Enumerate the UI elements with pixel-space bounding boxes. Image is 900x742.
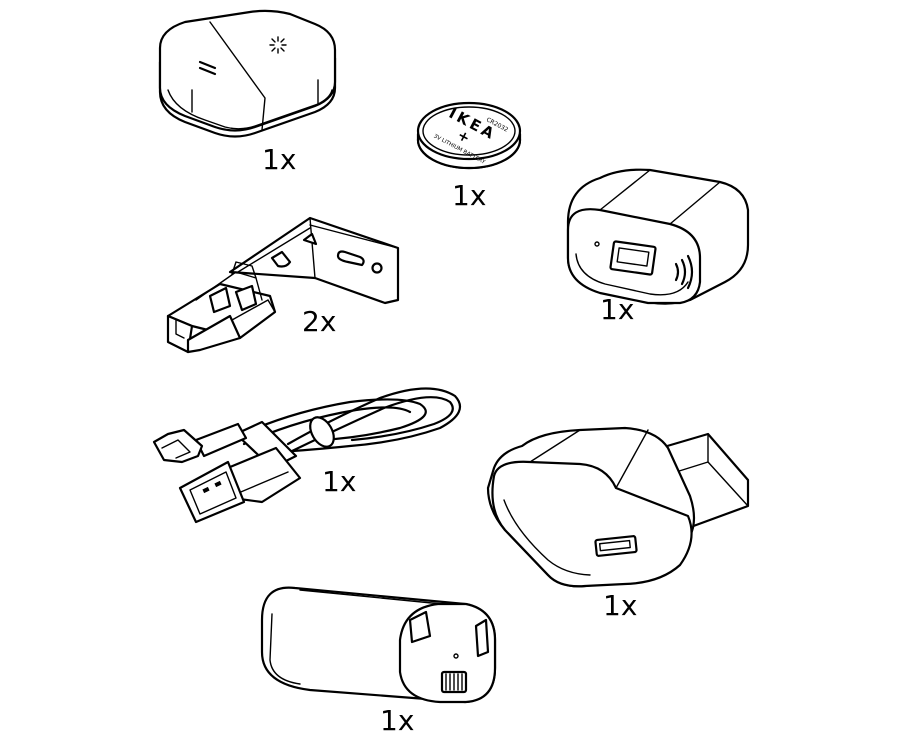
usb-receiver-quantity: 1x <box>600 293 635 326</box>
remote-control-drawing <box>158 9 337 138</box>
mounting-bracket-drawing <box>166 216 400 354</box>
remote-control-quantity: 1x <box>262 143 297 176</box>
battery-pack-drawing <box>260 586 497 704</box>
usb-adapter-drawing <box>486 426 750 588</box>
mounting-bracket-quantity: 2x <box>302 305 337 338</box>
usb-cable-drawing <box>152 387 462 524</box>
coin-battery-drawing: IKEA + CR2032 3V LITHIUM BATTERY <box>416 101 522 170</box>
coin-battery-quantity: 1x <box>452 179 487 212</box>
usb-receiver-drawing <box>566 168 750 305</box>
battery-pack-quantity: 1x <box>380 704 415 737</box>
usb-adapter-quantity: 1x <box>603 589 638 622</box>
usb-cable-quantity: 1x <box>322 465 357 498</box>
